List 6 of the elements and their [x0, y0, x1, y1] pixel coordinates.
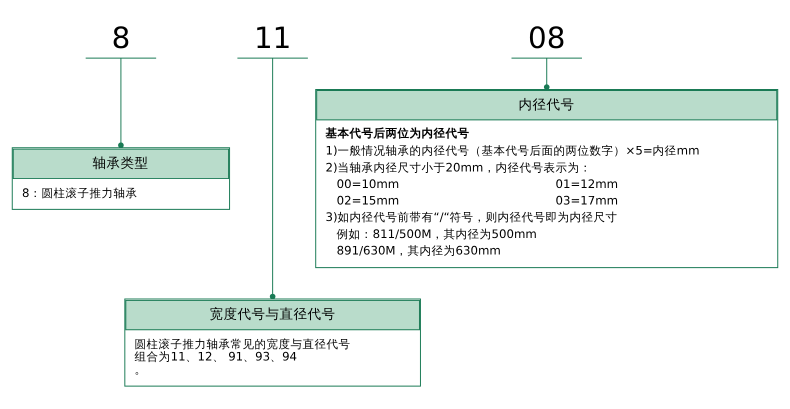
connector — [270, 58, 276, 300]
connector — [118, 58, 124, 148]
node-text: 08 — [528, 20, 566, 55]
node-text: 11 — [254, 20, 292, 55]
connector — [544, 58, 550, 90]
node-text: 8 — [112, 20, 130, 55]
